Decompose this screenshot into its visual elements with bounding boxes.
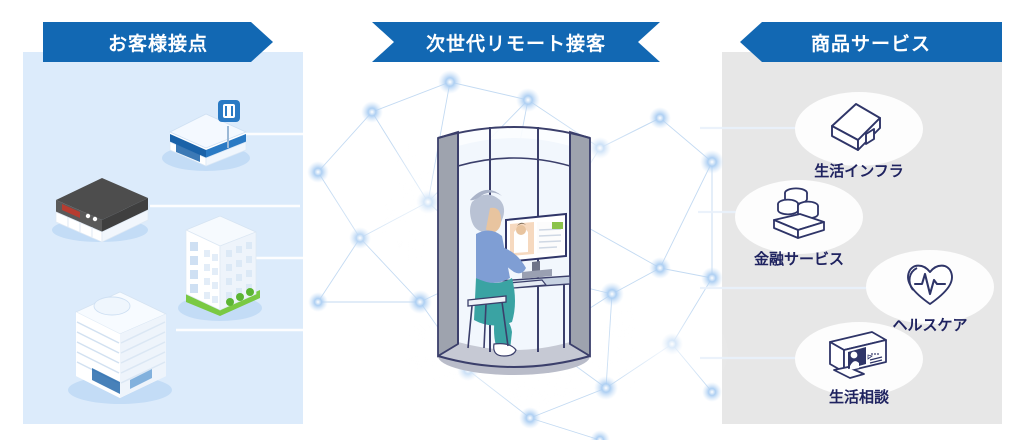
heart-pulse-icon — [907, 264, 953, 305]
coins-icon — [773, 187, 825, 239]
service-label-healthcare: ヘルスケア — [892, 317, 968, 334]
service-item-infrastructure[interactable]: 生活インフラ — [795, 92, 923, 181]
service-item-finance[interactable]: 金融サービス — [735, 180, 863, 269]
banner-next-gen-remote-service[interactable]: 次世代リモート接客 — [372, 22, 660, 62]
building-convenience-store — [162, 100, 250, 171]
banner-product-service[interactable]: 商品サービス — [740, 22, 1002, 62]
banner-label-next-gen-remote-service: 次世代リモート接客 — [425, 33, 606, 55]
banner-customer-touchpoint[interactable]: お客様接点 — [43, 22, 273, 62]
service-item-healthcare[interactable]: ヘルスケア — [866, 250, 994, 335]
banner-label-product-service: 商品サービス — [810, 33, 931, 55]
building-retail-shop — [52, 178, 149, 243]
service-item-consultation[interactable]: 生活相談 — [795, 322, 923, 407]
remote-service-booth — [437, 126, 591, 375]
monitor-consult-icon — [829, 331, 887, 379]
service-label-infrastructure: 生活インフラ — [814, 163, 904, 180]
house-icon — [831, 103, 881, 151]
banner-label-customer-touchpoint: お客様接点 — [107, 33, 208, 55]
service-label-consultation: 生活相談 — [828, 389, 889, 406]
service-label-finance: 金融サービス — [753, 251, 844, 268]
building-headquarters — [68, 291, 172, 404]
building-office-tower — [178, 215, 262, 321]
